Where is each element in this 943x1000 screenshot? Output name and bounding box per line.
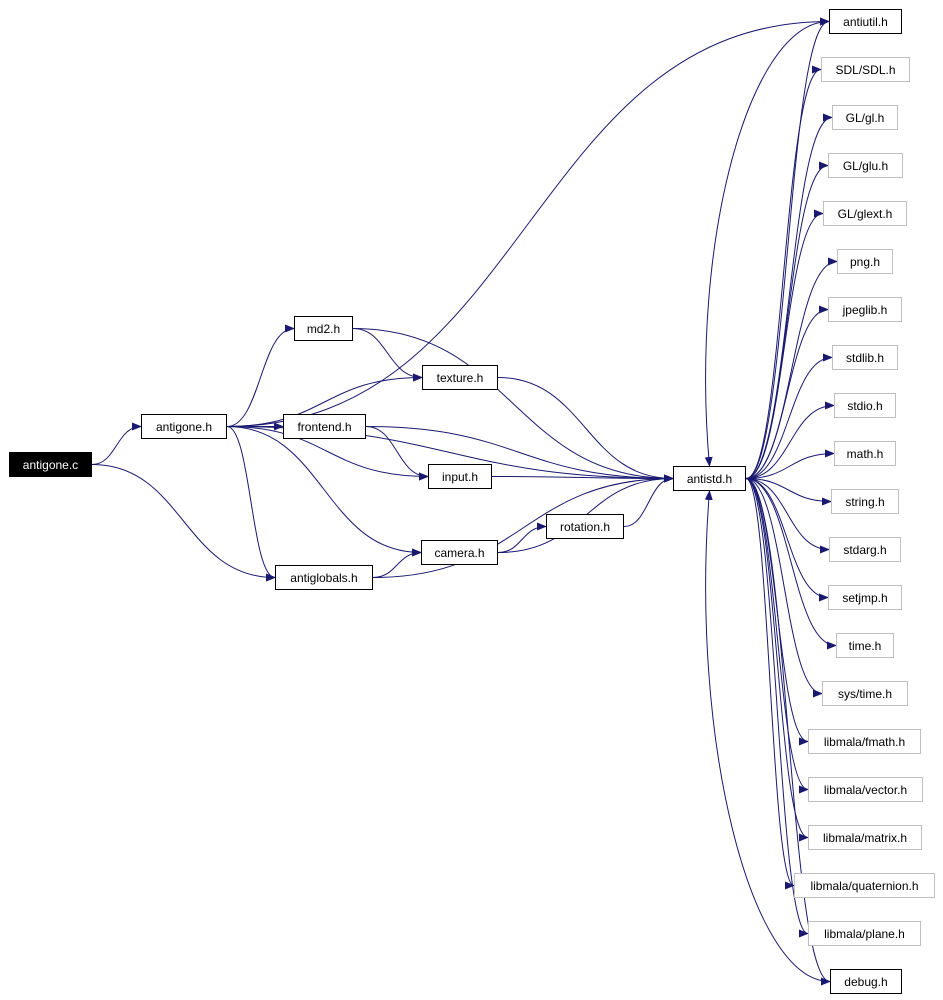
edge-camera_h-to-rotation_h [497,522,547,553]
node-quaternion-h: libmala/quaternion.h [794,873,935,898]
edge-antistd_h-to-plane_h [745,478,809,938]
edge-antistd_h-to-antiutil_h [745,17,830,479]
edge-md2_h-to-texture_h [352,328,423,382]
edge-antiglobals_h-to-camera_h [372,548,422,578]
edge-antistd_h-to-matrix_h [745,478,809,842]
node-math-h: math.h [834,441,896,466]
node-antistd-h[interactable]: antistd.h [673,466,746,491]
node-rotation-h[interactable]: rotation.h [546,514,624,539]
node-systime-h: sys/time.h [822,681,908,706]
node-matrix-h: libmala/matrix.h [808,825,922,850]
node-stdio-h: stdio.h [834,393,896,418]
edge-texture_h-to-antistd_h [497,377,674,483]
edge-debug_h-to-antistd_h [704,490,831,982]
node-string-h: string.h [831,489,899,514]
node-png-h: png.h [837,249,893,274]
node-input-h[interactable]: input.h [428,464,492,489]
edge-antistd_h-to-string_h [745,478,832,506]
edge-antigone_c-to-antigone_h [91,422,142,465]
edge-input_h-to-antistd_h [491,474,674,483]
edge-antigone_h-to-antiutil_h [226,17,830,427]
node-debug-h[interactable]: debug.h [830,969,902,994]
edge-antigone_h-to-texture_h [226,373,423,427]
node-fmath-h: libmala/fmath.h [808,729,921,754]
node-antigone-c[interactable]: antigone.c [9,452,92,477]
edge-antistd_h-to-png_h [745,257,838,479]
edge-antigone_h-to-md2_h [226,324,295,427]
edge-antistd_h-to-glext_h [745,209,824,479]
node-md2-h[interactable]: md2.h [294,316,353,341]
node-plane-h: libmala/plane.h [808,921,921,946]
node-glu-h: GL/glu.h [828,153,903,178]
node-jpeglib-h: jpeglib.h [828,297,902,322]
node-sdl-h: SDL/SDL.h [821,57,910,82]
edge-antistd_h-to-vector_h [745,478,809,794]
node-gl-h: GL/gl.h [832,105,898,130]
edge-antigone_h-to-input_h [226,426,429,481]
edge-antigone_h-to-antiglobals_h [226,426,276,582]
edge-antistd_h-to-sdl_h [745,65,822,479]
node-antigone-h[interactable]: antigone.h [141,414,227,439]
edge-antiglobals_h-to-antistd_h [372,474,674,578]
edge-antistd_h-to-quaternion_h [745,478,795,890]
edge-frontend_h-to-antistd_h [365,426,674,483]
node-antiutil-h[interactable]: antiutil.h [829,9,902,34]
edge-antistd_h-to-glu_h [745,161,829,479]
edge-frontend_h-to-input_h [365,426,429,481]
edge-antistd_h-to-stdlib_h [745,353,833,479]
node-vector-h: libmala/vector.h [808,777,923,802]
edge-antistd_h-to-math_h [745,449,835,479]
edge-antigone_h-to-camera_h [226,426,422,557]
edge-antistd_h-to-time_h [745,478,837,650]
edge-md2_h-to-antistd_h [352,328,674,483]
edge-antistd_h-to-jpeglib_h [745,305,829,479]
node-stdlib-h: stdlib.h [832,345,898,370]
node-setjmp-h: setjmp.h [828,585,902,610]
node-frontend-h[interactable]: frontend.h [283,414,366,439]
edge-antiutil_h-to-antistd_h [704,21,830,467]
edge-antistd_h-to-debug_h [745,478,831,986]
node-camera-h[interactable]: camera.h [421,540,498,565]
node-texture-h[interactable]: texture.h [422,365,498,390]
edge-antistd_h-to-stdio_h [745,401,835,479]
node-stdarg-h: stdarg.h [829,537,901,562]
node-time-h: time.h [836,633,894,658]
edge-antistd_h-to-stdarg_h [745,478,830,554]
node-glext-h: GL/glext.h [823,201,907,226]
edge-antistd_h-to-systime_h [745,478,823,698]
node-antiglobals-h[interactable]: antiglobals.h [275,565,373,590]
edge-antigone_c-to-antiglobals_h [91,464,276,582]
